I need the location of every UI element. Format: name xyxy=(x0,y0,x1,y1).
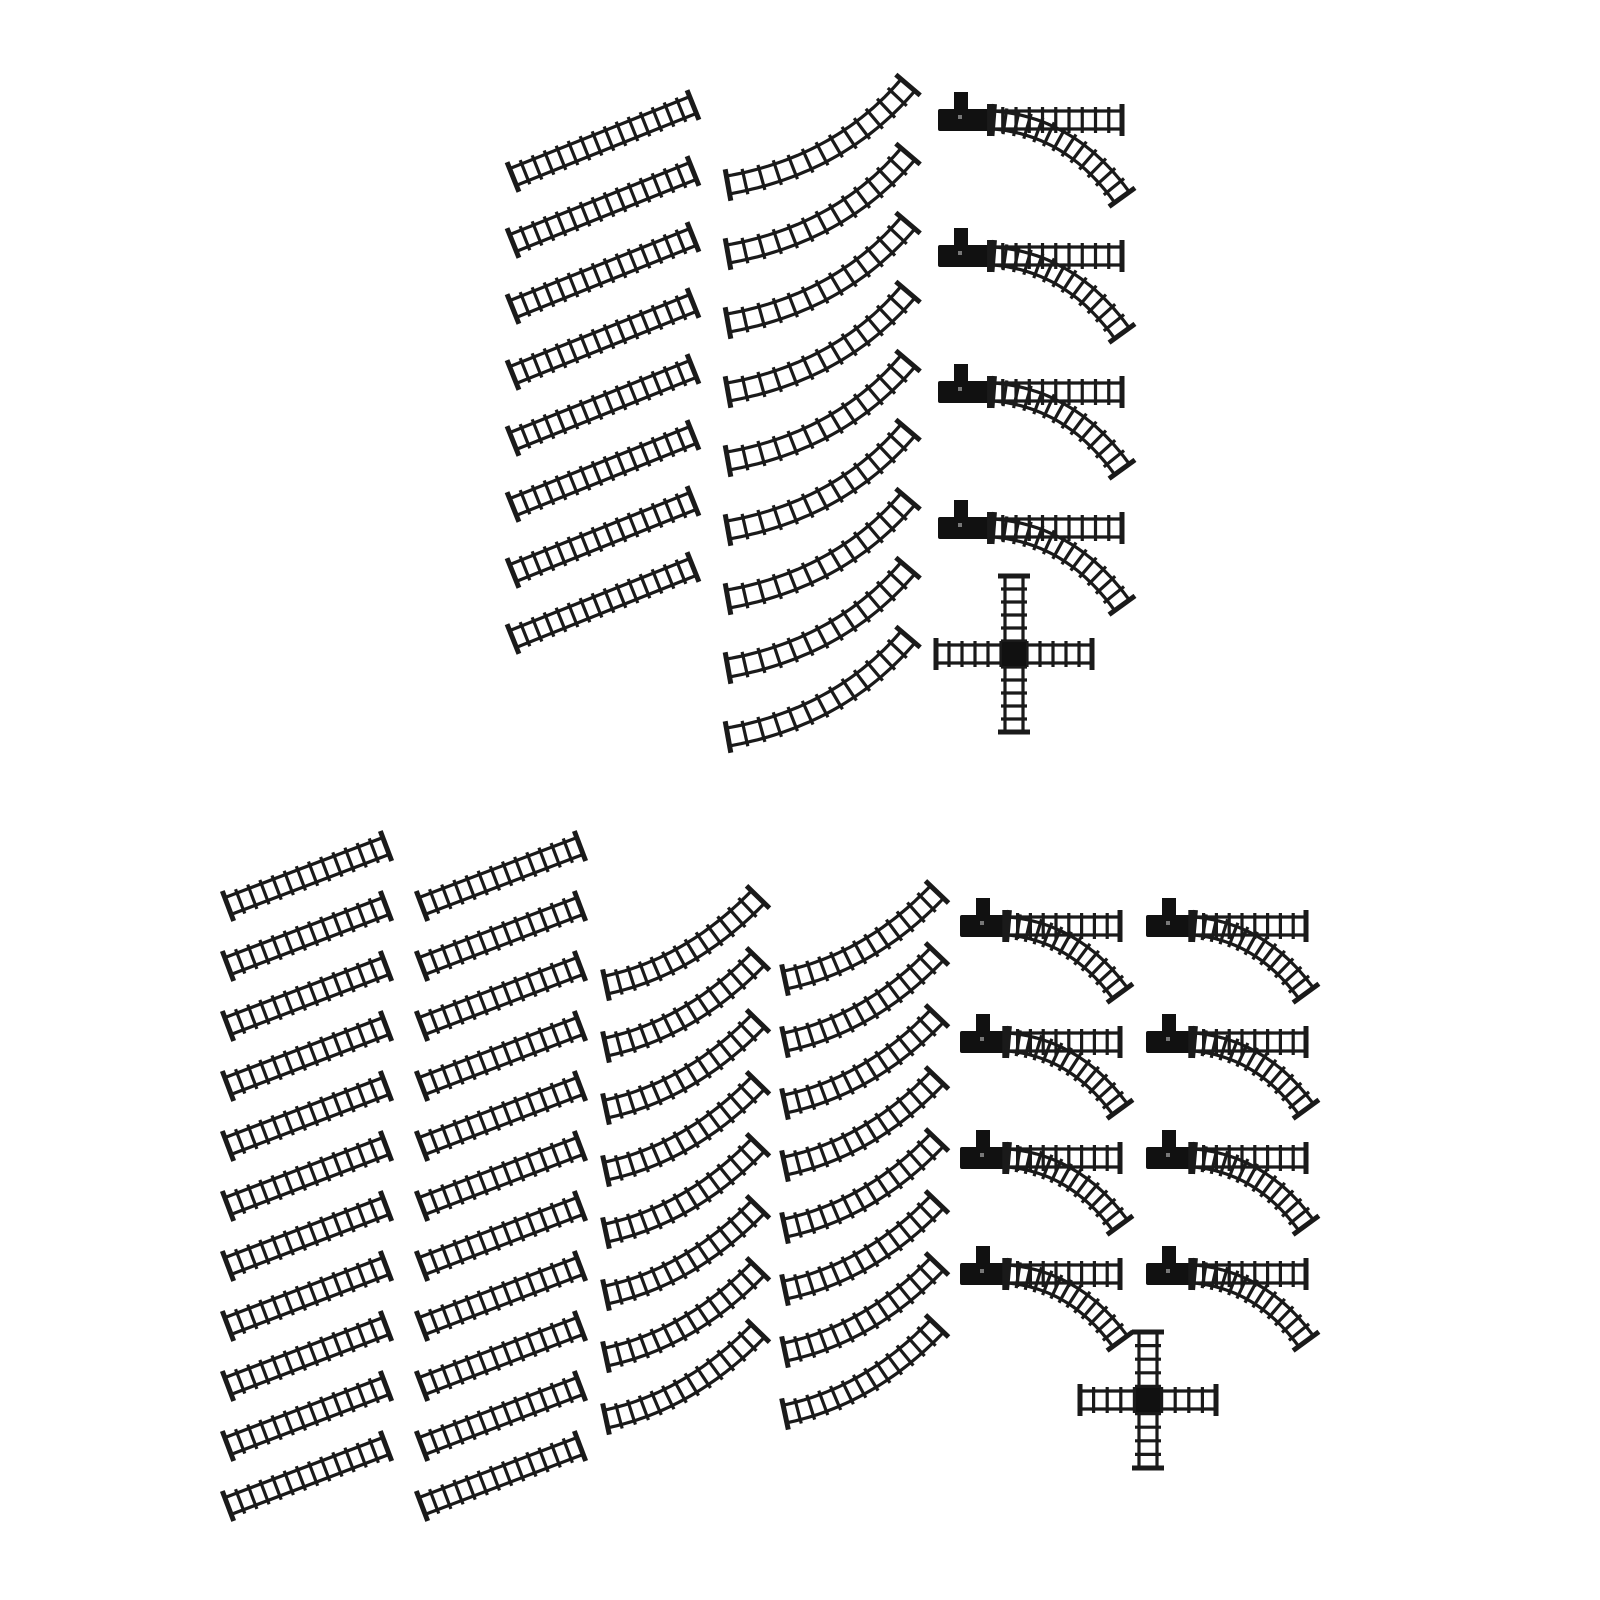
straight-track xyxy=(219,890,395,982)
straight-track xyxy=(413,1310,589,1402)
straight-track xyxy=(504,155,702,259)
curved-track xyxy=(779,1065,951,1183)
curved-track xyxy=(722,624,922,754)
switch-track xyxy=(960,1246,1135,1353)
switch-track-curve xyxy=(1004,1141,1135,1237)
switch-track xyxy=(960,1130,1135,1237)
curved-track xyxy=(779,1003,951,1121)
crossing-track xyxy=(933,573,1095,735)
curved-track xyxy=(600,946,772,1064)
curved-track xyxy=(722,555,922,685)
straight-track xyxy=(504,353,702,457)
switch-track-curve xyxy=(1190,1141,1321,1237)
switch-track xyxy=(1146,1130,1321,1237)
curved-track xyxy=(722,210,922,340)
curved-track xyxy=(722,279,922,409)
curved-track xyxy=(600,884,772,1002)
switch-track xyxy=(938,364,1137,481)
switch-track xyxy=(1146,1246,1321,1353)
switch-track-curve xyxy=(1004,1025,1135,1121)
switch-track-curve xyxy=(1004,909,1135,1005)
large-track-set xyxy=(219,830,1321,1522)
switch-track xyxy=(1146,1014,1321,1121)
switch-track-curve xyxy=(1004,1257,1135,1353)
switch-track xyxy=(1146,898,1321,1005)
switch-track xyxy=(960,898,1135,1005)
straight-track xyxy=(504,485,702,589)
curved-track xyxy=(779,941,951,1059)
straight-track xyxy=(219,830,395,922)
straight-track xyxy=(413,830,589,922)
straight-track xyxy=(219,1010,395,1102)
straight-track xyxy=(504,221,702,325)
curved-track xyxy=(600,1194,772,1312)
curved-track xyxy=(600,1318,772,1436)
curved-track xyxy=(779,1251,951,1369)
straight-track xyxy=(413,1370,589,1462)
curved-track xyxy=(722,72,922,202)
straight-track xyxy=(219,1070,395,1162)
curved-track xyxy=(779,1127,951,1245)
curved-track xyxy=(722,486,922,616)
straight-track xyxy=(413,1070,589,1162)
straight-track xyxy=(219,1310,395,1402)
switch-track-curve xyxy=(1190,1257,1321,1353)
straight-track xyxy=(219,1190,395,1282)
straight-track xyxy=(504,287,702,391)
curved-track xyxy=(779,879,951,997)
curved-track xyxy=(722,348,922,478)
straight-track xyxy=(413,1190,589,1282)
crossing-track xyxy=(1077,1329,1219,1471)
curved-track xyxy=(600,1008,772,1126)
straight-track xyxy=(219,1250,395,1342)
small-track-set xyxy=(504,72,1137,754)
straight-track xyxy=(504,89,702,193)
straight-track xyxy=(413,1430,589,1522)
curved-track xyxy=(600,1256,772,1374)
straight-track xyxy=(413,1010,589,1102)
switch-track-curve xyxy=(989,375,1137,481)
straight-track xyxy=(219,950,395,1042)
straight-track xyxy=(219,1430,395,1522)
switch-track xyxy=(960,1014,1135,1121)
straight-track xyxy=(413,950,589,1042)
curved-track xyxy=(600,1132,772,1250)
straight-track xyxy=(219,1130,395,1222)
switch-track xyxy=(938,228,1137,345)
straight-track xyxy=(413,890,589,982)
switch-track-curve xyxy=(1190,909,1321,1005)
switch-track-curve xyxy=(989,239,1137,345)
straight-track xyxy=(219,1370,395,1462)
curved-track xyxy=(600,1070,772,1188)
straight-track xyxy=(504,551,702,655)
switch-track-curve xyxy=(1190,1025,1321,1121)
curved-track xyxy=(722,141,922,271)
switch-track-curve xyxy=(989,511,1137,617)
curved-track xyxy=(722,417,922,547)
straight-track xyxy=(504,419,702,523)
switch-track xyxy=(938,500,1137,617)
switch-track-curve xyxy=(989,103,1137,209)
curved-track xyxy=(779,1189,951,1307)
straight-track xyxy=(413,1250,589,1342)
curved-track xyxy=(779,1313,951,1431)
straight-track xyxy=(413,1130,589,1222)
switch-track xyxy=(938,92,1137,209)
